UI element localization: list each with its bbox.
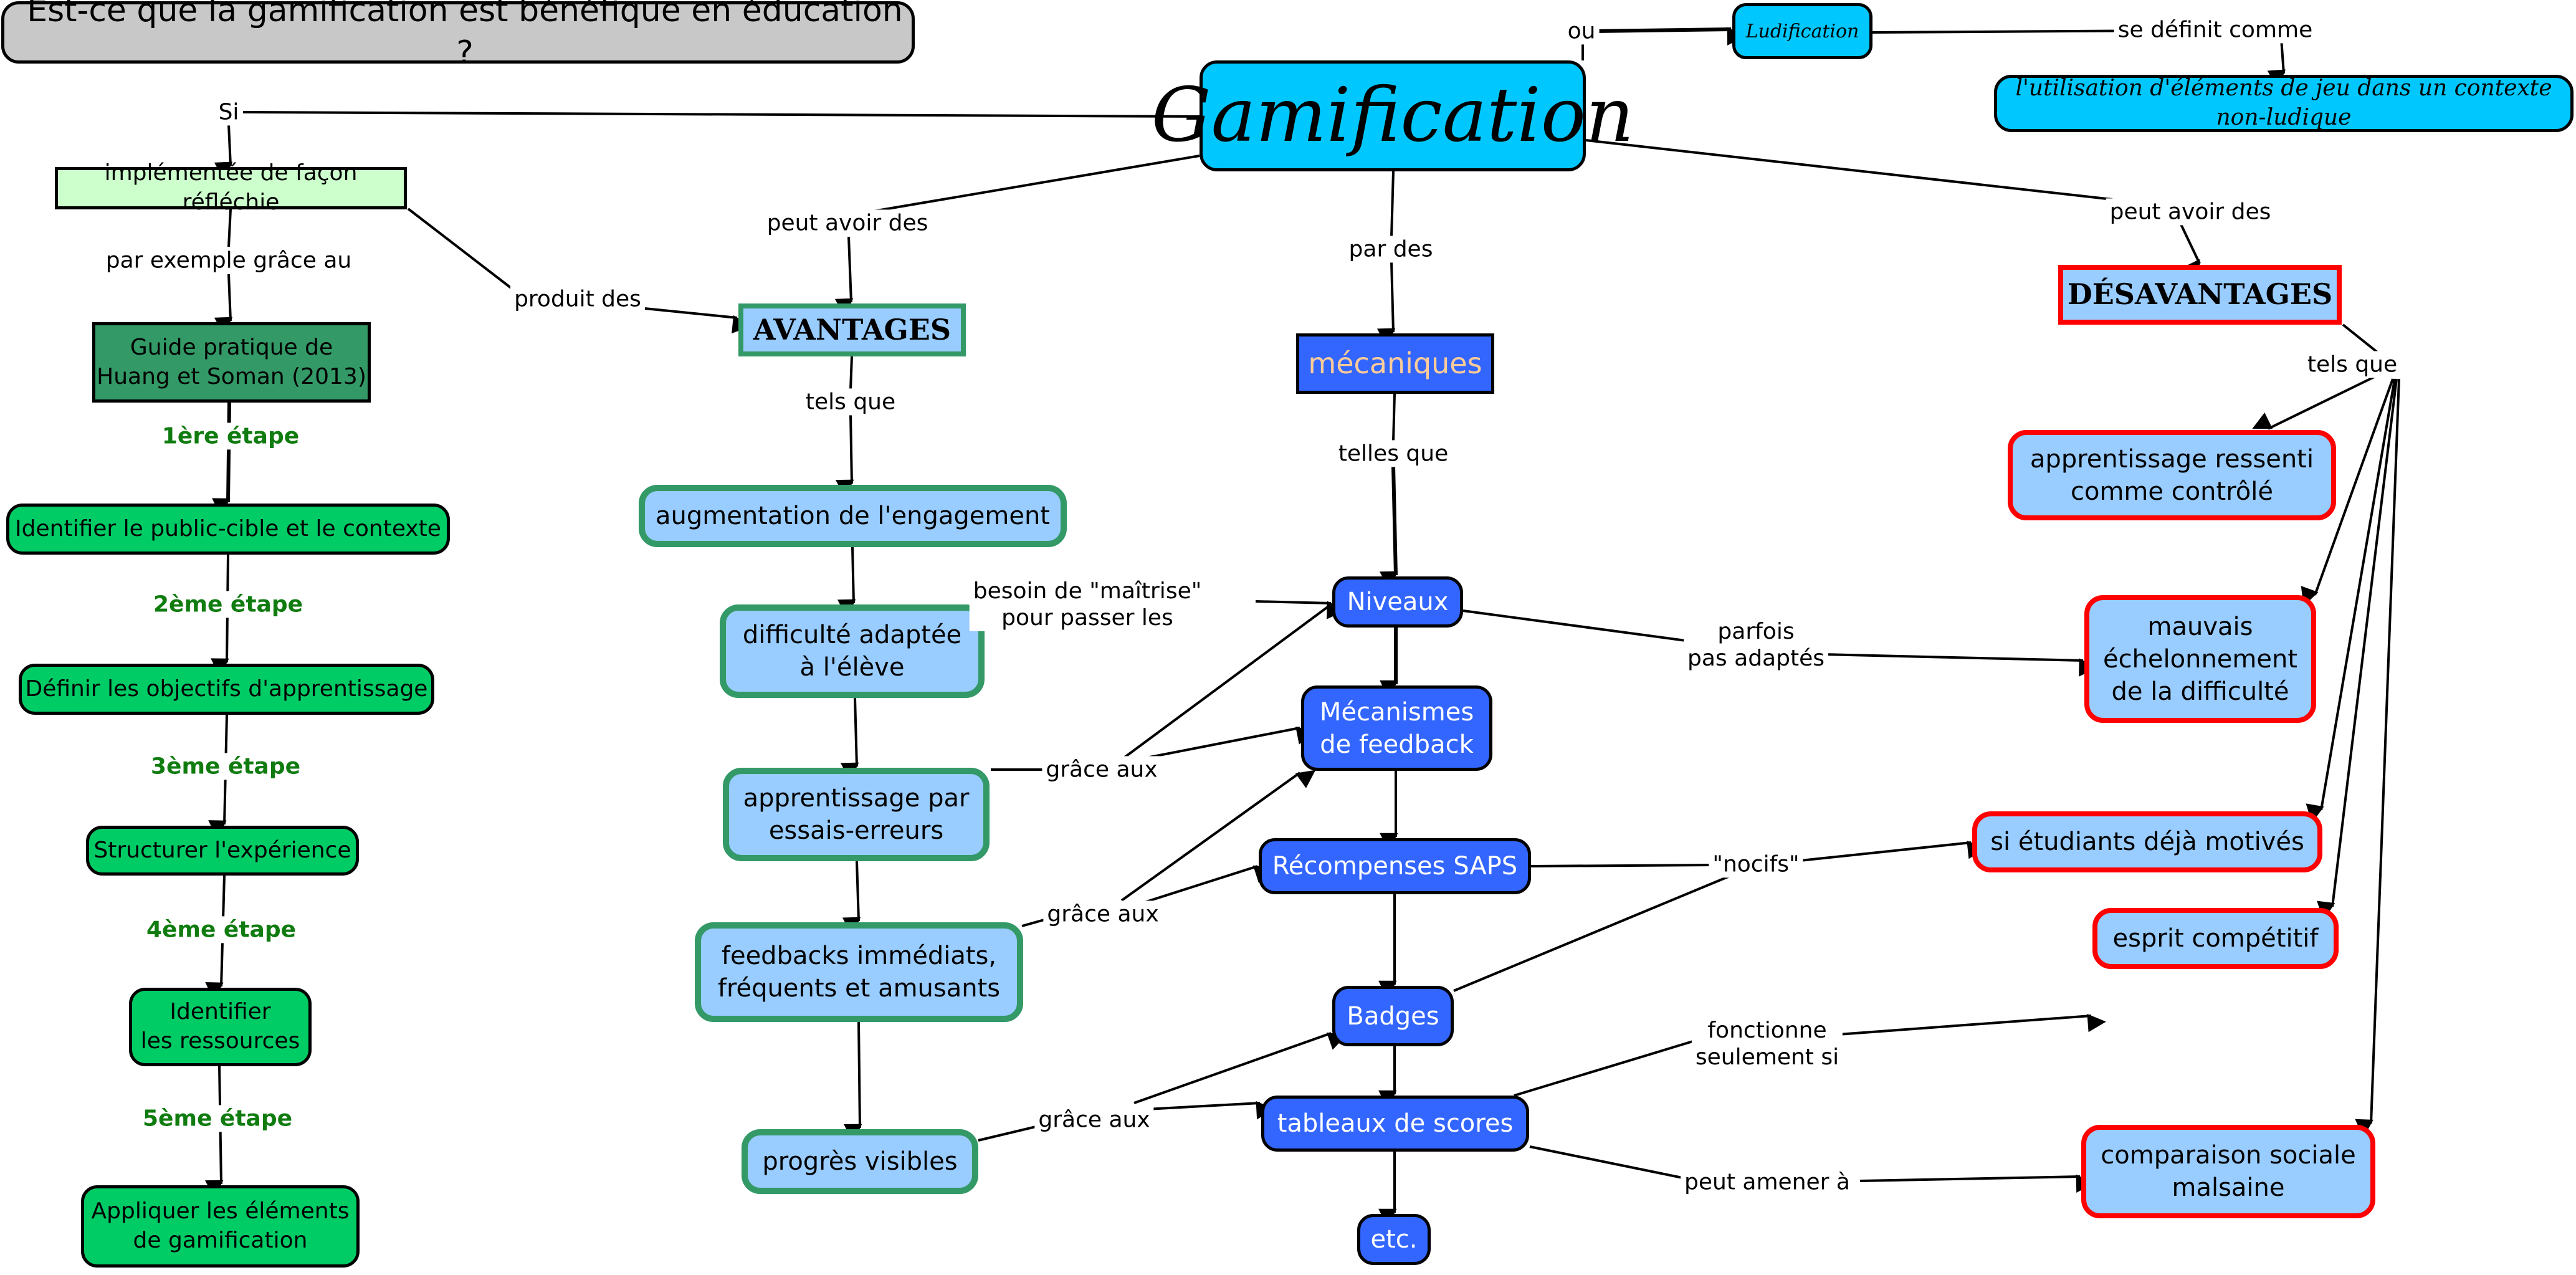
node-mechanic-etc[interactable]: etc. bbox=[1357, 1214, 1431, 1265]
node-disadvantage-competitive[interactable]: esprit compétitif bbox=[2092, 908, 2339, 969]
link-label-tels-que-dis: tels que bbox=[2303, 351, 2402, 378]
edge-telsque-ctrl bbox=[2252, 376, 2375, 430]
node-disadvantage-controlled[interactable]: apprentissage ressenti comme contrôlé bbox=[2008, 430, 2336, 520]
edge-pardes-mech bbox=[1376, 261, 1396, 347]
edge-gam-peutavoir-dis bbox=[1585, 139, 2113, 201]
link-label-grace-2: grâce aux bbox=[1043, 900, 1163, 928]
link-label-telles-que: telles que bbox=[1334, 440, 1453, 467]
edge-fonctionne-comp bbox=[1838, 1013, 2106, 1036]
edge-mech-telles bbox=[1392, 393, 1396, 442]
edge-telsque-motiv bbox=[2306, 378, 2396, 823]
node-definition[interactable]: l'utilisation d'éléments de jeu dans un … bbox=[1994, 75, 2574, 132]
edge-advh-telsque bbox=[849, 356, 853, 390]
edge-prog-grace3 bbox=[978, 1124, 1044, 1142]
link-label-ou: ou bbox=[1563, 17, 1600, 45]
link-label-grace-3: grâce aux bbox=[1034, 1106, 1154, 1134]
link-label-tels-que-adv: tels que bbox=[801, 388, 900, 416]
node-advantage-difficulty[interactable]: difficulté adaptée à l'élève bbox=[720, 604, 985, 698]
edge-produit-adv bbox=[644, 307, 751, 334]
link-label-nocifs: "nocifs" bbox=[1709, 851, 1803, 878]
node-guide[interactable]: Guide pratique de Huang et Soman (2013) bbox=[92, 322, 371, 403]
node-advantages-header[interactable]: AVANTAGES bbox=[738, 303, 966, 356]
node-step-5[interactable]: Appliquer les éléments de gamification bbox=[81, 1185, 360, 1268]
edge-gam-peutavoir-adv bbox=[869, 155, 1200, 213]
edge-telles-niv bbox=[1379, 466, 1398, 590]
edge-diff-trial bbox=[840, 697, 859, 781]
link-label-par-exemple: par exemple grâce au bbox=[102, 247, 356, 274]
edge-eng-diff bbox=[837, 547, 856, 618]
node-advantage-trial-error[interactable]: apprentissage par essais-erreurs bbox=[723, 768, 990, 861]
node-mechanic-leaderboards[interactable]: tableaux de scores bbox=[1261, 1096, 1529, 1152]
edge-telsque-comp bbox=[2317, 378, 2398, 920]
link-label-se-definit: se définit comme bbox=[2114, 16, 2317, 44]
edge-besoin-niv bbox=[1255, 600, 1345, 619]
node-mechanics-header[interactable]: mécaniques bbox=[1296, 333, 1494, 394]
edge-ou-lud bbox=[1595, 27, 1746, 45]
node-implemented[interactable]: implémentée de façon réfléchie bbox=[55, 160, 407, 215]
edge-grace1-mfb bbox=[1149, 726, 1315, 758]
node-disadvantage-difficulty[interactable]: mauvais échelonnement de la difficulté bbox=[2084, 595, 2316, 723]
edge-grace2-mfb bbox=[1120, 770, 1316, 902]
edge-gam-si bbox=[242, 111, 1200, 118]
node-gamification[interactable]: Gamification bbox=[1152, 60, 1634, 171]
edge-telsque-eng bbox=[835, 414, 854, 499]
edge-peutavoir-dish bbox=[2180, 224, 2201, 280]
link-label-produit: produit des bbox=[510, 285, 645, 313]
link-label-peut-amener: peut amener à bbox=[1681, 1168, 1854, 1196]
edge-telsque-social bbox=[2355, 378, 2400, 1138]
edge-badges-nocifs bbox=[1453, 871, 1739, 992]
edge-niv-parfois bbox=[1462, 609, 1696, 643]
page-title: Est-ce que la gamification est bénéfique… bbox=[1, 0, 915, 72]
link-label-step-4: 4ème étape bbox=[142, 916, 300, 943]
node-mechanic-rewards[interactable]: Récompenses SAPS bbox=[1259, 838, 1531, 894]
edge-nocifs-motiv bbox=[1794, 841, 1987, 862]
node-ludification[interactable]: Ludification bbox=[1732, 3, 1872, 59]
link-label-step-5: 5ème étape bbox=[138, 1105, 297, 1132]
edge-fb-prog bbox=[844, 1021, 862, 1143]
edge-trial-fb bbox=[842, 861, 861, 936]
edge-guide-step1 bbox=[212, 402, 231, 517]
link-label-besoin-maitrise: besoin de "maîtrise" pour passer les bbox=[969, 577, 1206, 632]
edge-tab-amener bbox=[1529, 1145, 1683, 1179]
edge-rec-nocifs bbox=[1530, 864, 1717, 867]
node-advantage-feedback[interactable]: feedbacks immédiats, fréquents et amusan… bbox=[695, 922, 1023, 1022]
link-label-si: Si bbox=[214, 98, 243, 126]
node-mechanic-levels[interactable]: Niveaux bbox=[1332, 576, 1463, 628]
edge-peutavoir-advh bbox=[834, 236, 854, 317]
node-step-2[interactable]: Définir les objectifs d'apprentissage bbox=[19, 664, 434, 715]
link-label-step-2: 2ème étape bbox=[149, 591, 307, 618]
edge-parfois-mauvais bbox=[1822, 653, 2097, 677]
node-disadvantage-social[interactable]: comparaison sociale malsaine bbox=[2081, 1125, 2375, 1218]
link-label-step-1: 1ère étape bbox=[158, 423, 303, 450]
edge-si-impl bbox=[214, 124, 233, 181]
link-label-step-3: 3ème étape bbox=[146, 753, 305, 780]
node-disadvantage-motivated[interactable]: si étudiants déjà motivés bbox=[1972, 811, 2322, 872]
edge-telsque-mauvais bbox=[2301, 378, 2394, 606]
edge-grace2-rec bbox=[1140, 865, 1274, 905]
link-label-peut-avoir-dis: peut avoir des bbox=[2106, 198, 2275, 226]
link-label-fonctionne: fonctionne seulement si bbox=[1691, 1016, 1843, 1071]
edge-grace1-niv bbox=[1123, 601, 1347, 758]
edge-ex-guide bbox=[214, 274, 233, 336]
link-label-par-des: par des bbox=[1345, 236, 1437, 263]
edge-tab-fonctionne bbox=[1514, 1039, 1696, 1097]
edge-impl-produit bbox=[407, 208, 512, 289]
link-label-parfois: parfois pas adaptés bbox=[1684, 618, 1828, 672]
edge-grace3-tab bbox=[1146, 1101, 1275, 1120]
node-step-4[interactable]: Identifier les ressources bbox=[129, 988, 312, 1066]
node-advantage-engagement[interactable]: augmentation de l'engagement bbox=[639, 485, 1067, 547]
edge-amener-social bbox=[1859, 1174, 2095, 1193]
link-label-peut-avoir-adv: peut avoir des bbox=[763, 209, 932, 237]
node-advantage-progress[interactable]: progrès visibles bbox=[742, 1129, 978, 1194]
edge-grace3-badges bbox=[1133, 1032, 1347, 1104]
node-mechanic-badges[interactable]: Badges bbox=[1332, 986, 1454, 1046]
node-mechanic-feedback[interactable]: Mécanismes de feedback bbox=[1301, 685, 1492, 771]
link-label-grace-1: grâce aux bbox=[1042, 756, 1162, 783]
node-step-1[interactable]: Identifier le public-cible et le context… bbox=[6, 504, 450, 555]
edge-gam-pardes bbox=[1390, 171, 1395, 237]
node-disadvantages-header[interactable]: DÉSAVANTAGES bbox=[2058, 265, 2342, 325]
edge-impl-ex bbox=[227, 209, 232, 247]
node-step-3[interactable]: Structurer l'expérience bbox=[86, 826, 359, 876]
